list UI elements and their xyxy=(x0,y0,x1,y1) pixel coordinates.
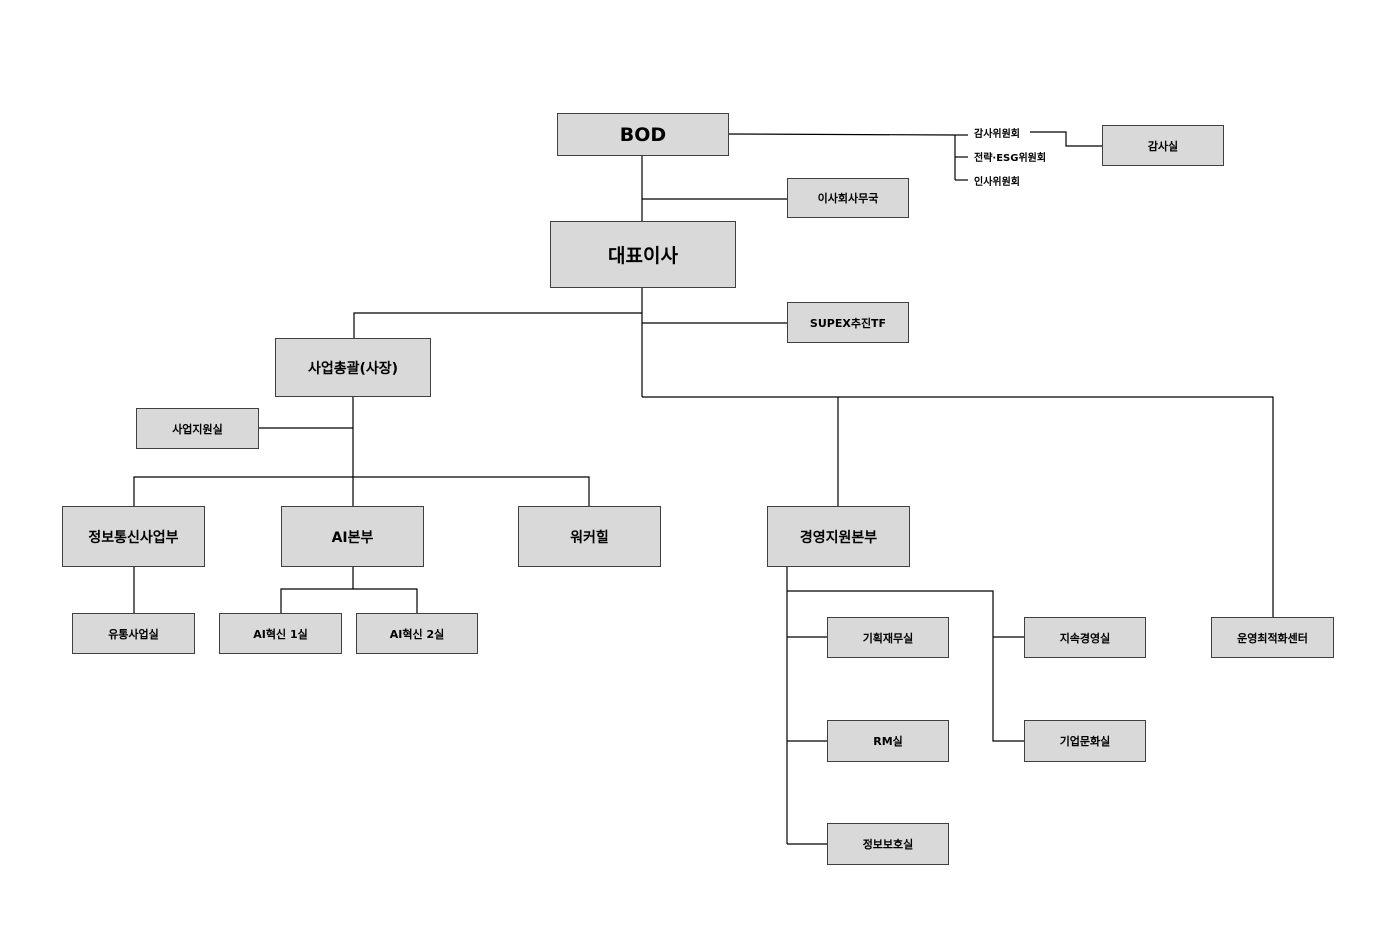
board-office-box: 이사회사무국 xyxy=(787,178,909,218)
mgmt-support-box: 경영지원본부 xyxy=(767,506,910,567)
ops-optimization-box: 운영최적화센터 xyxy=(1211,617,1334,658)
supex-tf-box: SUPEX추진TF xyxy=(787,302,909,343)
ai-innovation-1-box: AI혁신 1실 xyxy=(219,613,342,654)
sustainability-box: 지속경영실 xyxy=(1024,617,1146,658)
ai-innovation-2-box: AI혁신 2실 xyxy=(356,613,478,654)
biz-support-box: 사업지원실 xyxy=(136,408,259,449)
bod-box: BOD xyxy=(557,113,729,156)
corp-culture-box: 기업문화실 xyxy=(1024,720,1146,762)
audit-office-box: 감사실 xyxy=(1102,125,1224,166)
biz-head-box: 사업총괄(사장) xyxy=(275,338,431,397)
info-security-box: 정보보호실 xyxy=(827,823,949,865)
rm-box: RM실 xyxy=(827,720,949,762)
planning-finance-box: 기획재무실 xyxy=(827,617,949,658)
ai-hq-box: AI본부 xyxy=(281,506,424,567)
hr-committee-label: 인사위원회 xyxy=(974,177,1020,188)
distribution-box: 유통사업실 xyxy=(72,613,195,654)
strategy-esg-committee-label: 전략·ESG위원회 xyxy=(974,153,1047,164)
audit-committee-label: 감사위원회 xyxy=(974,129,1020,140)
walkerhill-box: 워커힐 xyxy=(518,506,661,567)
ceo-box: 대표이사 xyxy=(550,221,736,288)
telecom-box: 정보통신사업부 xyxy=(62,506,205,567)
